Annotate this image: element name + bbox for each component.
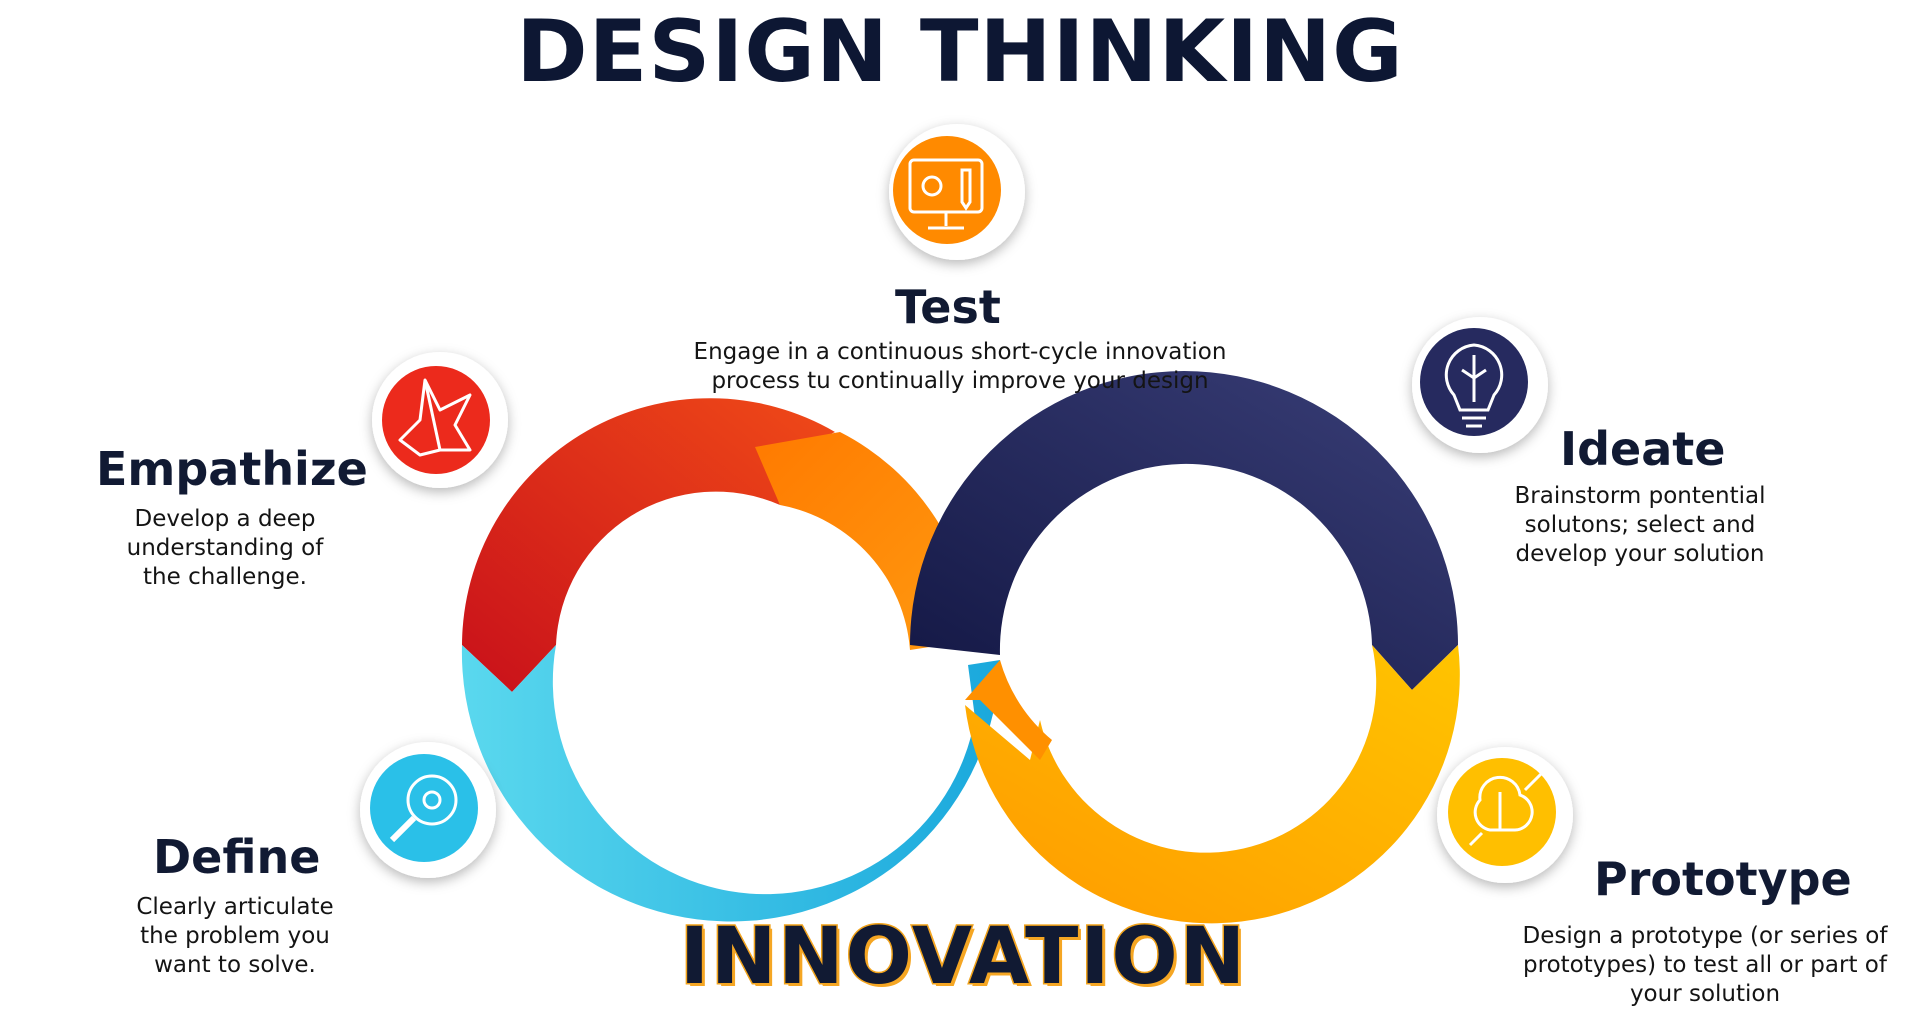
monitor-design-icon xyxy=(908,158,984,230)
ideate-desc-line: Brainstorm pontential xyxy=(1514,483,1766,509)
define-desc-line: want to solve. xyxy=(154,952,316,978)
empathize-description: Develop a deep understanding of the chal… xyxy=(85,505,365,592)
define-arc xyxy=(461,645,1001,922)
prototype-desc-line: prototypes) to test all or part of xyxy=(1523,952,1887,978)
test-desc-line: process tu continually improve your desi… xyxy=(711,368,1209,394)
test-heading: Test xyxy=(895,280,1001,334)
empathize-desc-line: understanding of xyxy=(126,535,324,561)
prototype-desc-line: your solution xyxy=(1629,981,1781,1007)
define-description: Clearly articulate the problem you want … xyxy=(115,893,355,980)
define-heading: Define xyxy=(153,830,321,884)
empathize-icon-badge xyxy=(372,352,508,488)
empathize-heading: Empathize xyxy=(96,442,368,496)
origami-bird-icon xyxy=(398,378,472,457)
ideate-icon-badge xyxy=(1412,317,1548,453)
empathize-desc-line: the challenge. xyxy=(143,564,307,590)
innovation-footer: INNOVATION xyxy=(679,911,1247,1004)
ideate-description: Brainstorm pontential solutons; select a… xyxy=(1480,482,1800,569)
empathize-arc xyxy=(462,398,835,692)
magnifier-gear-icon xyxy=(389,774,458,843)
empathize-desc-line: Develop a deep xyxy=(134,506,316,532)
page-title: DESIGN THINKING xyxy=(516,2,1404,102)
prototype-desc-line: Design a prototype (or series of xyxy=(1522,923,1888,949)
define-icon-badge xyxy=(360,742,496,878)
prototype-arc xyxy=(965,645,1460,924)
test-desc-line: Engage in a continuous short-cycle innov… xyxy=(693,339,1227,365)
prototype-icon-badge xyxy=(1437,747,1573,883)
define-desc-line: Clearly articulate xyxy=(136,894,334,920)
test-icon-badge xyxy=(889,124,1025,260)
brain-pencil-icon xyxy=(1468,768,1547,847)
ideate-desc-line: solutons; select and xyxy=(1524,512,1756,538)
ideate-arc xyxy=(910,371,1458,690)
test-description: Engage in a continuous short-cycle innov… xyxy=(620,338,1300,396)
lightbulb-brain-icon xyxy=(1444,343,1504,428)
cross-connector xyxy=(965,660,1052,760)
ideate-desc-line: develop your solution xyxy=(1515,541,1765,567)
ideate-heading: Ideate xyxy=(1560,422,1726,476)
define-desc-line: the problem you xyxy=(140,923,330,949)
prototype-heading: Prototype xyxy=(1594,852,1852,906)
prototype-description: Design a prototype (or series of prototy… xyxy=(1500,922,1910,1009)
